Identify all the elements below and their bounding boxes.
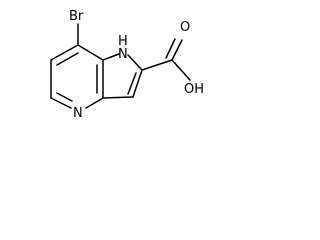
bond-c2-c3-outer	[132, 69, 143, 98]
bond-c3-c3a	[102, 96, 134, 99]
bond-c7a-n1	[102, 53, 120, 61]
bond-ccooh-o-inner	[165, 38, 176, 59]
bond-ccooh-oh	[171, 59, 191, 81]
bond-c2-ccooh	[141, 59, 173, 71]
bond-c3a-n4	[85, 97, 104, 109]
bond-c2-c3-inner	[127, 72, 137, 95]
bond-c6-c7-outer	[50, 44, 79, 61]
bond-ccooh-o-outer	[171, 39, 183, 61]
bond-c7-c7a	[77, 44, 104, 61]
bond-c6-c7-inner	[56, 52, 79, 66]
bromine-label: Br	[69, 9, 84, 24]
pyridine-nitrogen-label: N	[73, 106, 83, 121]
hydroxyl-label: OH	[184, 82, 204, 97]
pyrrole-ring	[102, 53, 143, 99]
carbonyl-oxygen-label: O	[180, 20, 190, 35]
bond-n1-c2	[127, 54, 143, 71]
bond-n4-c5-outer	[50, 97, 72, 109]
carboxylic-acid-group	[141, 38, 191, 81]
bond-n4-c5-inner	[56, 92, 73, 102]
pyridine-ring	[50, 44, 104, 109]
